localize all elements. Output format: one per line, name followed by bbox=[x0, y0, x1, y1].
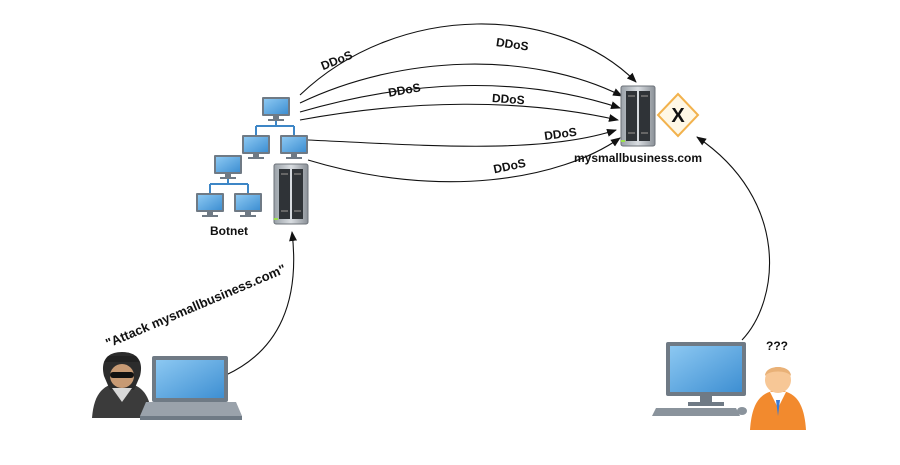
desktop-computer-icon bbox=[652, 342, 747, 416]
attack-command-label: "Attack mysmallbusiness.com" bbox=[103, 261, 288, 351]
x-diamond-icon: X bbox=[656, 92, 700, 138]
command-arrow bbox=[225, 231, 298, 376]
ddos-label-6: DDoS bbox=[492, 156, 527, 176]
botnet-network-icon bbox=[196, 97, 308, 217]
ddos-label-5: DDoS bbox=[543, 125, 577, 143]
ddos-arrow-3 bbox=[299, 84, 621, 113]
ddos-arrow-1 bbox=[299, 23, 637, 96]
target-server-icon bbox=[620, 85, 656, 147]
ddos-label-3: DDoS bbox=[387, 80, 422, 99]
botnet-label: Botnet bbox=[210, 224, 248, 238]
ddos-arrow-2 bbox=[299, 63, 623, 104]
ddos-label-4: DDoS bbox=[492, 91, 526, 107]
user-label: ??? bbox=[766, 339, 788, 353]
target-label: mysmallbusiness.com bbox=[574, 151, 702, 165]
hacker-icon bbox=[92, 352, 152, 418]
ddos-label-1: DDoS bbox=[319, 48, 355, 73]
ddos-arrow-4 bbox=[299, 103, 619, 122]
ddos-arrow-6 bbox=[307, 137, 621, 183]
user-access-arrow bbox=[696, 136, 771, 341]
user-person-icon bbox=[750, 367, 806, 430]
ddos-labels: DDoS DDoS DDoS DDoS DDoS DDoS bbox=[319, 35, 578, 176]
ddos-label-2: DDoS bbox=[495, 35, 529, 53]
svg-text:X: X bbox=[671, 105, 685, 127]
ddos-arrows bbox=[299, 23, 637, 183]
laptop-icon bbox=[140, 356, 242, 420]
botnet-server-icon bbox=[273, 163, 309, 225]
ddos-arrow-5 bbox=[307, 129, 617, 147]
